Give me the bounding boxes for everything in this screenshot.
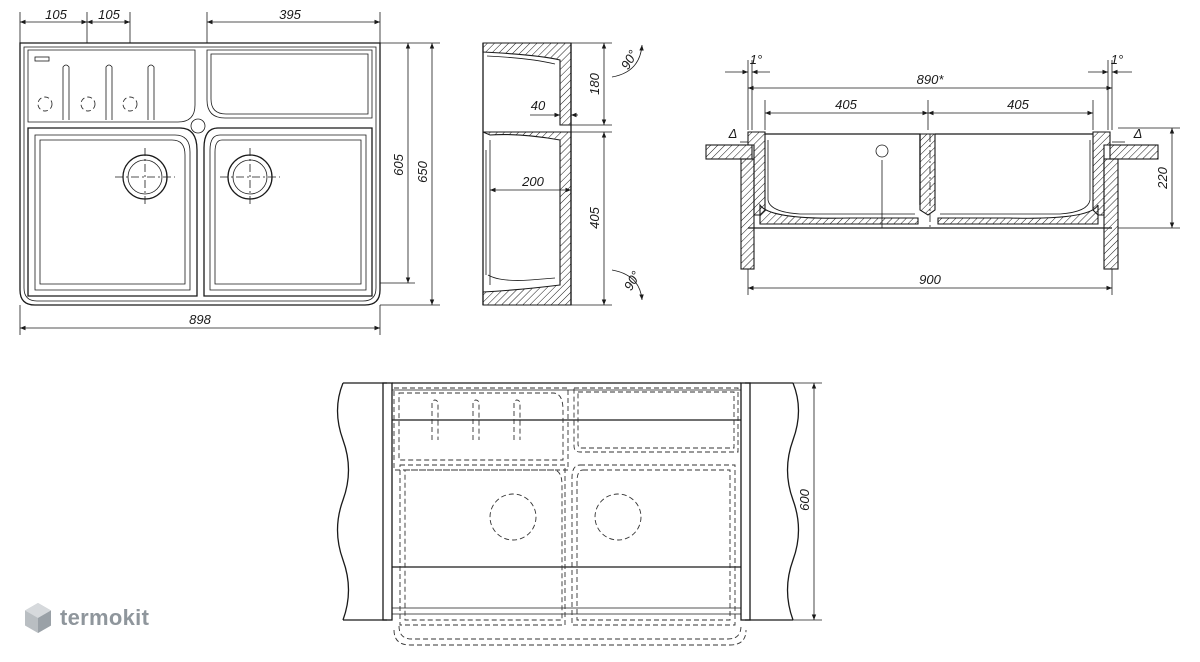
dim-40: 40 <box>531 98 546 113</box>
delta-right: Δ <box>1133 126 1143 141</box>
dim-650: 650 <box>415 160 430 182</box>
dim-405-left: 405 <box>835 97 857 112</box>
dim-605: 605 <box>391 153 406 175</box>
side-section-view: 180 405 40 200 90° 90° <box>482 42 644 306</box>
angle-1-left: 1° <box>750 52 762 67</box>
delta-left: Δ <box>728 126 738 141</box>
brand-logo: termokit <box>24 598 149 638</box>
angle-1-right: 1° <box>1111 52 1123 67</box>
dim-890: 890* <box>917 72 945 87</box>
dim-405: 405 <box>587 206 602 228</box>
dim-220: 220 <box>1155 166 1170 189</box>
front-section-view: 1° 1° 890* 405 405 Δ Δ 220 900 <box>705 52 1180 295</box>
dim-395: 395 <box>279 7 301 22</box>
brand-name: termokit <box>60 605 150 630</box>
dim-105-left: 105 <box>45 7 67 22</box>
angle-90-bottom: 90° <box>621 268 644 293</box>
dim-900: 900 <box>919 272 941 287</box>
dim-105-right: 105 <box>98 7 120 22</box>
dim-405-right: 405 <box>1007 97 1029 112</box>
hexagon-logo-icon <box>25 603 51 633</box>
dim-200: 200 <box>521 174 544 189</box>
dim-898: 898 <box>189 312 211 327</box>
top-view: 105 105 395 898 605 650 <box>19 7 440 335</box>
dim-180: 180 <box>587 72 602 94</box>
cabinet-top-view: 600 <box>336 382 822 646</box>
dim-600: 600 <box>797 488 812 510</box>
angle-90-top: 90° <box>618 47 641 72</box>
